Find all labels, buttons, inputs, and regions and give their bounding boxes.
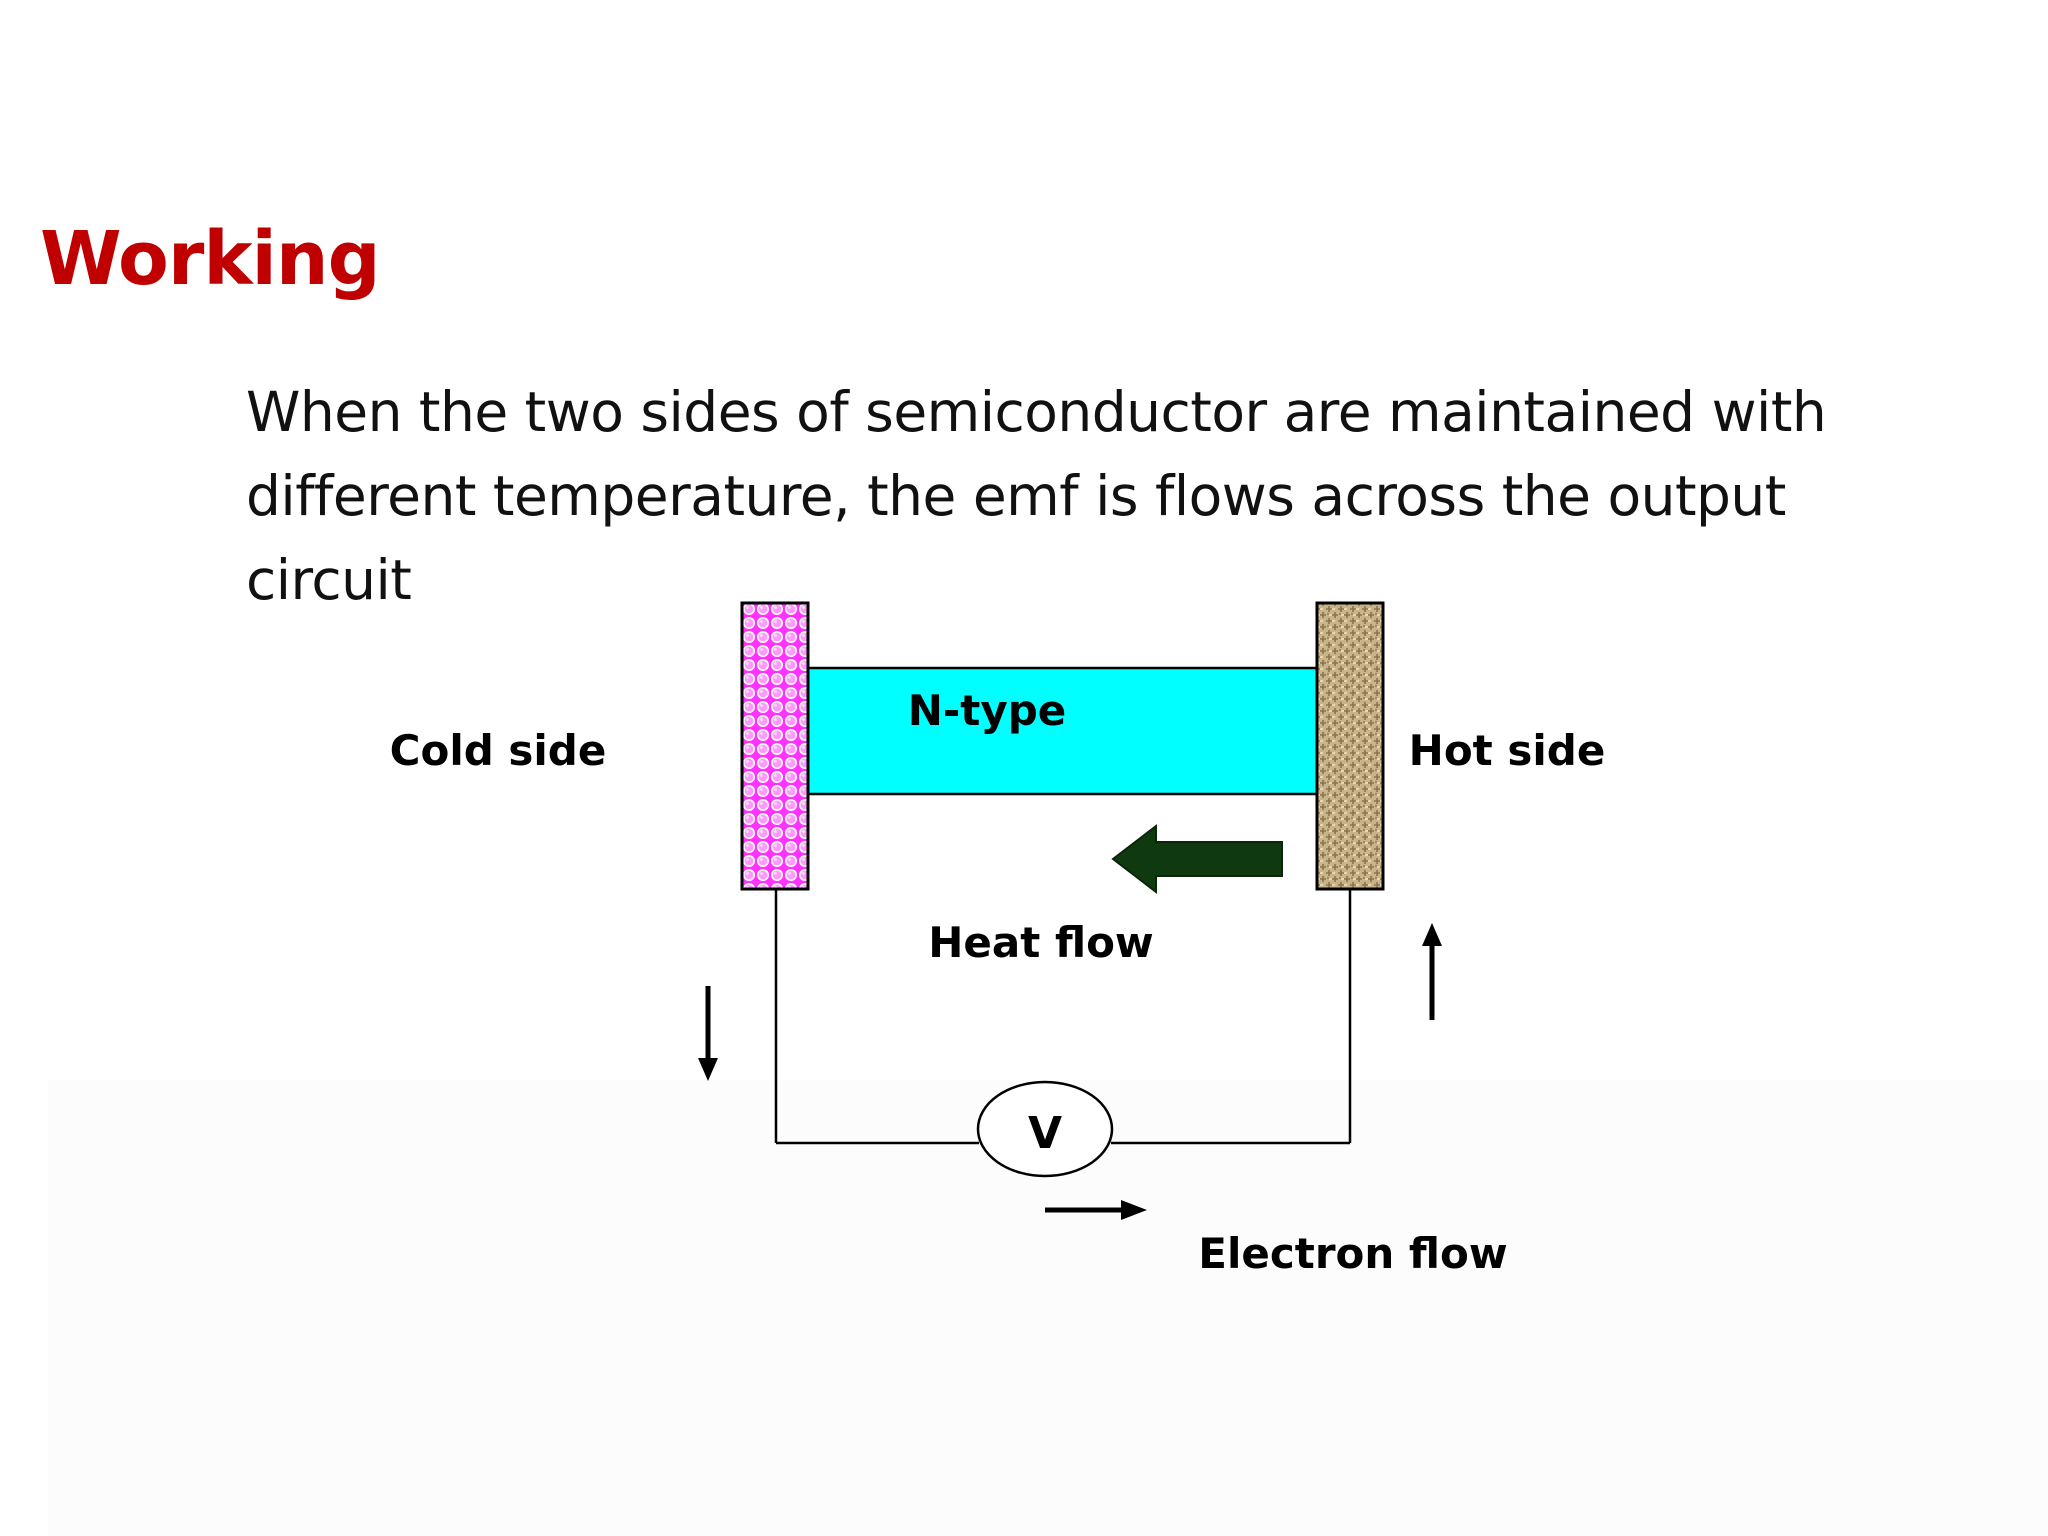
electron-flow-label: Electron flow — [1198, 1229, 1507, 1278]
cold-side-plate — [740, 601, 810, 891]
n-type-label: N-type — [908, 686, 1067, 735]
slide-title: Working — [40, 216, 381, 302]
slide-body-text: When the two sides of semiconductor are … — [246, 380, 1827, 612]
cold-side-label: Cold side — [390, 726, 607, 775]
circuit-wires — [774, 889, 1352, 1145]
heat-flow-arrow — [1111, 823, 1283, 895]
voltmeter — [976, 1080, 1114, 1178]
hot-side-label: Hot side — [1409, 726, 1606, 775]
right-arrow-icon — [1045, 1200, 1147, 1220]
n-type-semiconductor — [806, 666, 1320, 796]
voltmeter-label: V — [1028, 1108, 1062, 1159]
up-arrow-icon — [1422, 923, 1442, 1020]
hot-side-plate — [1315, 601, 1385, 891]
heat-flow-label: Heat flow — [928, 918, 1153, 967]
down-arrow-icon — [698, 986, 718, 1081]
